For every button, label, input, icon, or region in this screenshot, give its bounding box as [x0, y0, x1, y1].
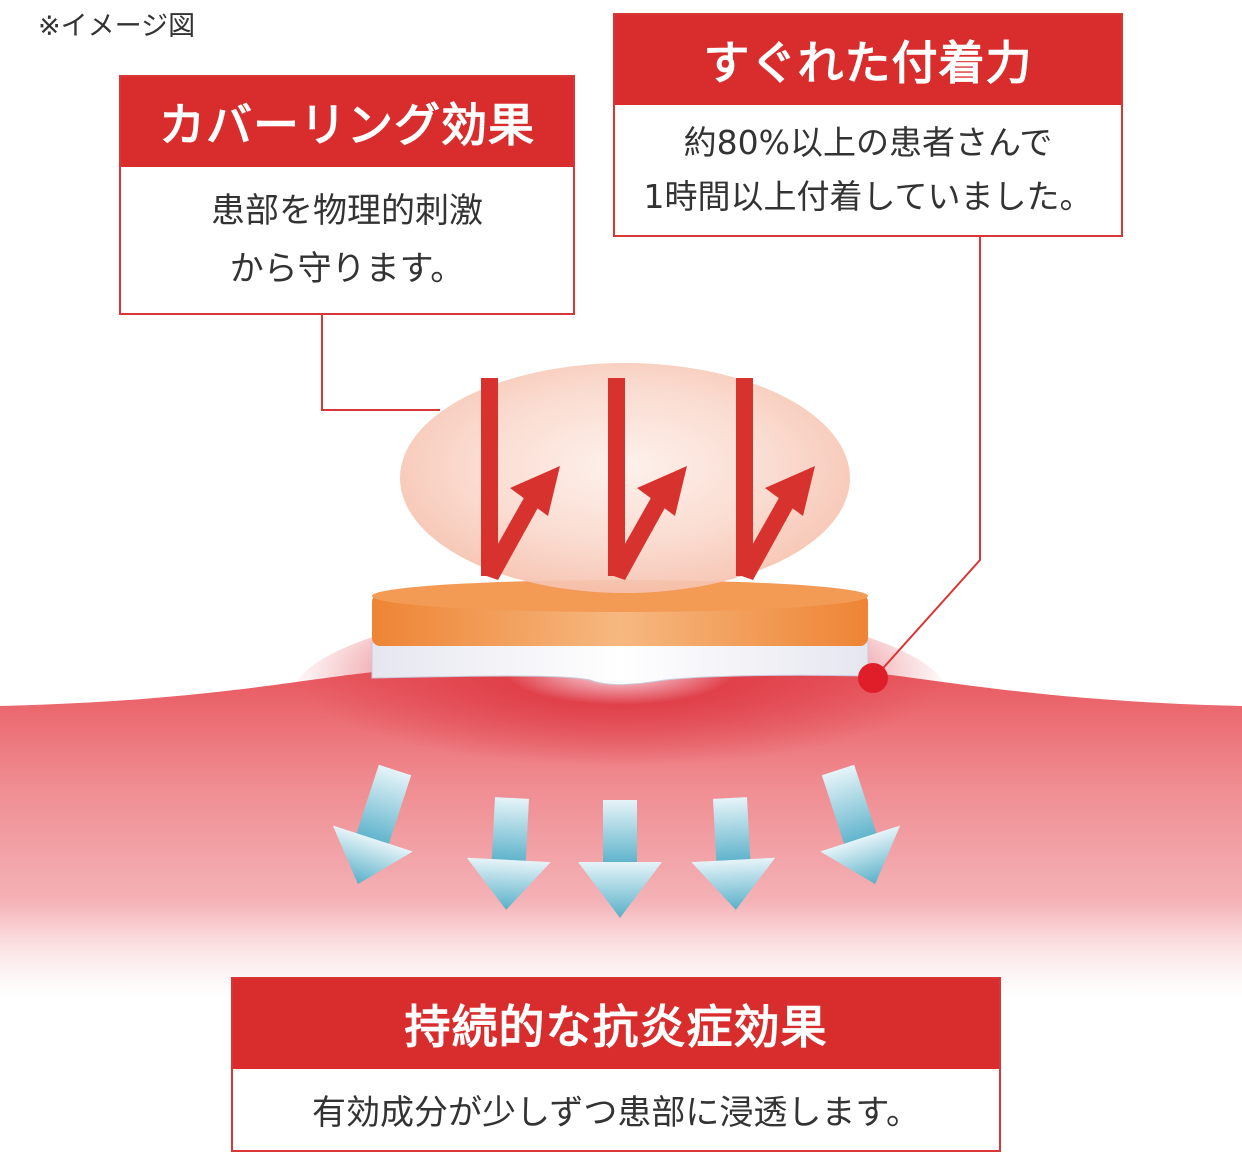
- patch-top: [372, 580, 868, 612]
- penetration-arrow: [578, 800, 662, 918]
- stimulus-arrows: [481, 378, 815, 580]
- patch-base: [371, 639, 869, 686]
- adhesion-marker: [858, 663, 888, 693]
- covering-line-2: から守ります。: [229, 249, 465, 289]
- stimulus-arrow: [736, 378, 815, 580]
- anti-inflammatory-box: 持続的な抗炎症効果 有効成分が少しずつ患部に浸透します。: [231, 977, 1001, 1152]
- penetration-arrow: [332, 764, 413, 885]
- covering-effect-box: カバーリング効果 患部を物理的刺激 から守ります。: [119, 75, 575, 315]
- image-note: ※イメージ図: [38, 11, 196, 42]
- adhesion-line-2: 1時間以上付着していました。: [643, 177, 1093, 216]
- covering-leader-line: [321, 315, 440, 411]
- anti-inflammatory-text: 有効成分が少しずつ患部に浸透します。: [312, 1093, 920, 1133]
- adhesion-text: 約80%以上の患者さんで 1時間以上付着していました。: [615, 105, 1121, 235]
- penetration-arrows: [332, 764, 901, 918]
- penetration-arrow: [691, 797, 776, 910]
- penetration-arrow: [466, 797, 551, 910]
- adhesion-leader-line: [875, 237, 981, 677]
- covering-line-1: 患部を物理的刺激: [211, 191, 483, 231]
- stimulus-arrow: [608, 378, 687, 580]
- adhesion-box: すぐれた付着力 約80%以上の患者さんで 1時間以上付着していました。: [613, 13, 1123, 237]
- adhesion-title: すぐれた付着力: [615, 15, 1121, 105]
- covering-effect-text: 患部を物理的刺激 から守ります。: [121, 167, 573, 313]
- covering-effect-title: カバーリング効果: [121, 77, 573, 167]
- anti-inflammatory-title: 持続的な抗炎症効果: [233, 979, 999, 1069]
- stimulus-arrow: [481, 378, 560, 580]
- adhesion-line-1: 約80%以上の患者さんで: [683, 123, 1053, 162]
- penetration-arrow: [820, 764, 901, 885]
